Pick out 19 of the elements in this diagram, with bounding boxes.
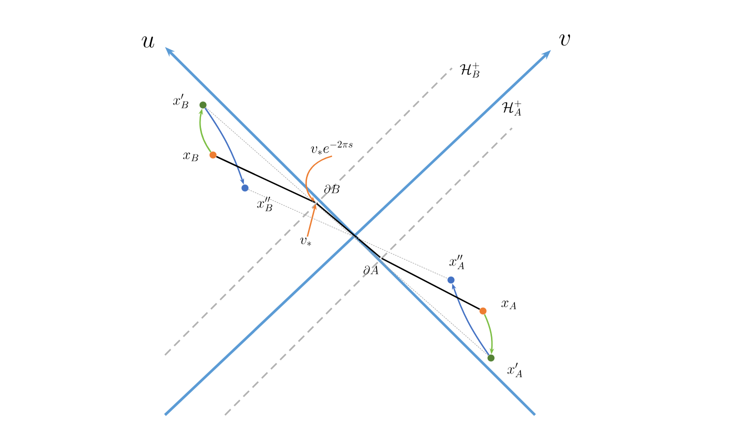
line-segment: [381, 258, 480, 310]
line-segment: [316, 203, 381, 258]
guide-line: [248, 189, 448, 279]
axis-label: $u$: [142, 36, 154, 48]
boundary-point: $\partial B$: [324, 184, 340, 194]
node-label: $x''_A$: [449, 254, 464, 270]
guide-line: [205, 107, 489, 356]
point-label: $v_* e^{-2\pi s}$: [310, 140, 352, 155]
axis-label: $\mathcal{H}^+_A$: [502, 100, 522, 116]
point-label: $v_*$: [300, 238, 311, 246]
axis-label: $\mathcal{H}^+_B$: [460, 62, 480, 78]
node-label: $x'_A$: [507, 362, 522, 378]
boundary-point: $\partial A$: [364, 266, 378, 274]
line-segment: [216, 156, 316, 204]
node-label: $x_A$: [501, 300, 516, 310]
node-label: $x''_B$: [257, 196, 272, 212]
node-label: $x'_B$: [173, 94, 188, 108]
axis-label: $v$: [559, 34, 570, 46]
node-label: $x_B$: [183, 152, 198, 162]
